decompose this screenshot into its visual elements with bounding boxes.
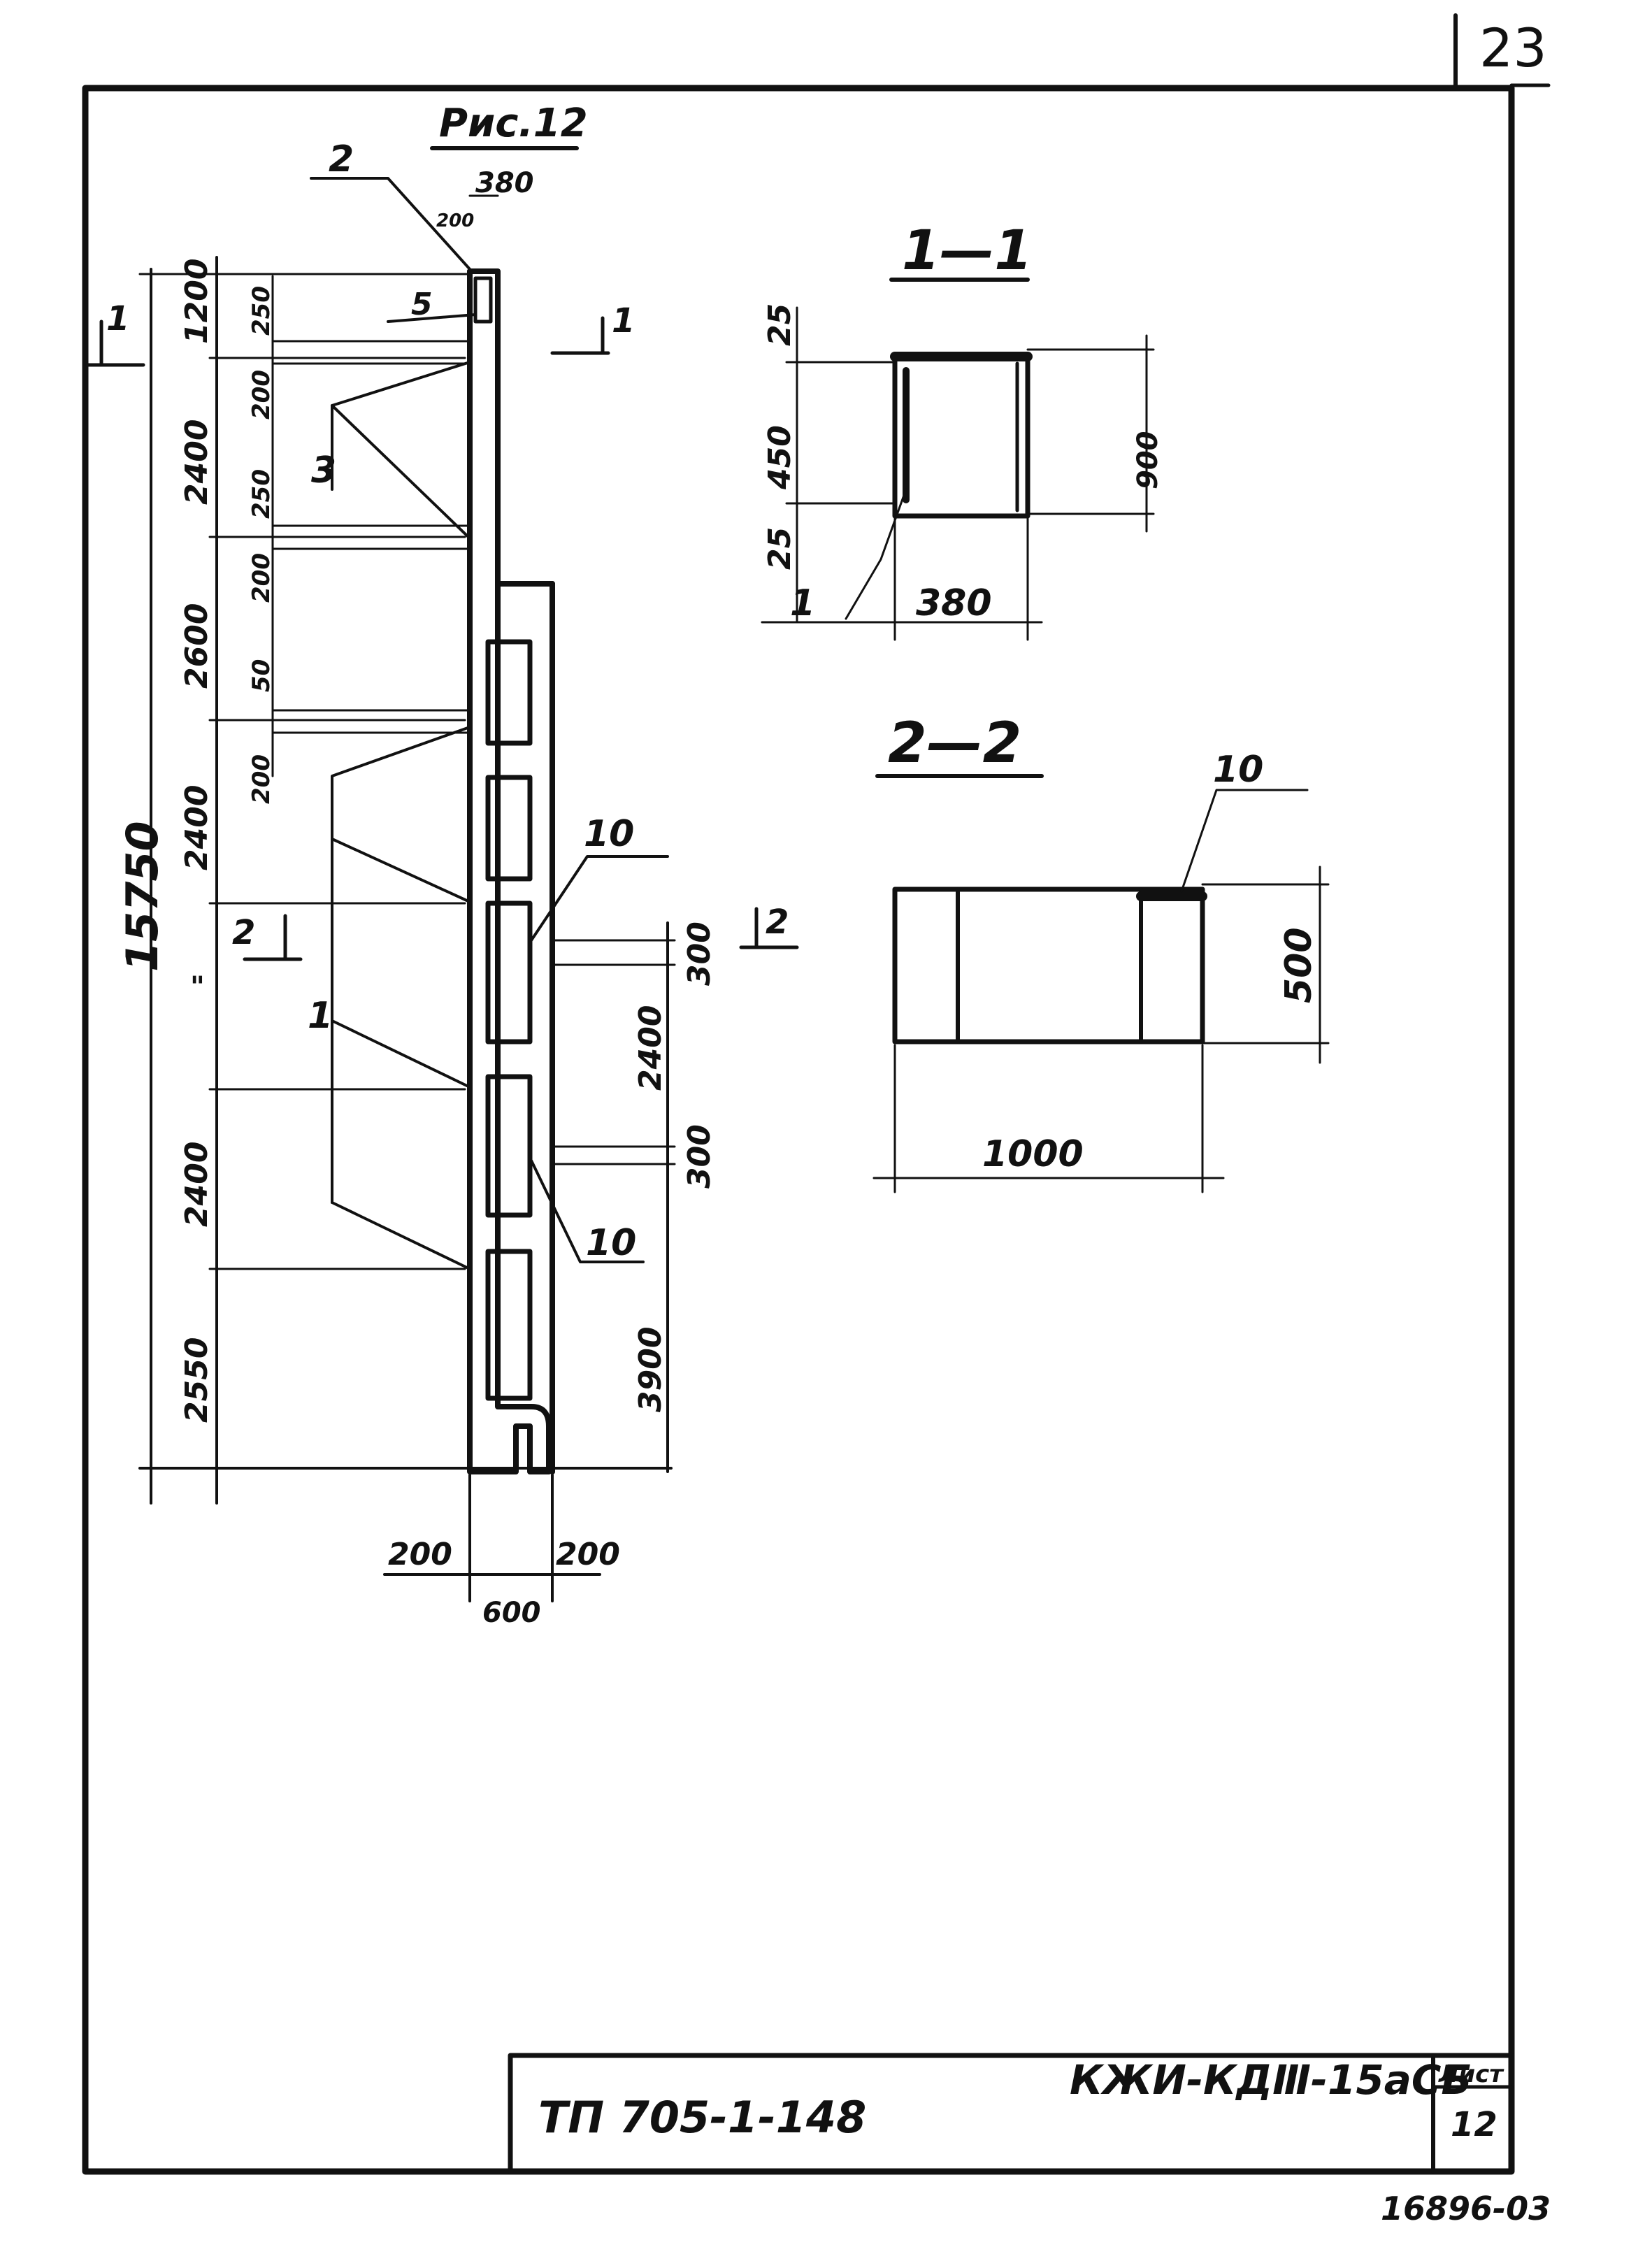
sheet-number: 12 <box>1451 2105 1497 2144</box>
callout-3: 3 <box>311 450 336 491</box>
section-2-2: 2—2 10 500 1000 <box>872 710 1330 1193</box>
cut-1-right: 1 <box>612 301 635 340</box>
total-height-label: 15750 <box>117 821 168 972</box>
inner-dim-labels: 250 200 250 200 50 200 <box>247 286 275 804</box>
column-top-edge <box>467 268 501 587</box>
dim-2400-a: 2400 <box>179 419 215 505</box>
right-ext-lines <box>551 939 676 1165</box>
drawing-frame <box>82 85 1515 2175</box>
dim-200-a: 200 <box>247 370 275 419</box>
callout-10-upper: 10 <box>584 813 634 855</box>
section-2-dim-lines <box>872 789 1330 1193</box>
s1-dim-25-bottom: 25 <box>762 527 798 570</box>
dim-250-b: 250 <box>247 469 275 519</box>
opening-2 <box>485 775 533 882</box>
figure-title: Рис.12 <box>439 101 588 146</box>
elevation-callouts: 2 5 3 1 10 10 <box>308 138 636 1264</box>
top-embed-plate <box>473 276 493 324</box>
ditto-mark: " <box>190 971 205 1003</box>
callout-1: 1 <box>308 995 333 1037</box>
s1-dim-900: 900 <box>1132 431 1164 490</box>
cut-2-right: 2 <box>766 903 789 942</box>
callout-leaders <box>310 177 669 1270</box>
section-cut-labels: 1 1 2 2 <box>106 299 789 952</box>
s2-dim-500: 500 <box>1278 927 1320 1003</box>
s1-dim-450: 450 <box>762 425 798 490</box>
drawing-code: КЖИ-КДⅢ-15аСБ <box>1070 2056 1472 2104</box>
s1-dim-380: 380 <box>916 582 992 624</box>
section-2-title: 2—2 <box>888 710 1021 775</box>
dim-200-bottom-right: 200 <box>556 1537 620 1572</box>
archive-number: 16896-03 <box>1381 2190 1551 2227</box>
dim-600-bottom: 600 <box>482 1597 541 1629</box>
dim-2600: 2600 <box>179 603 215 689</box>
elevation-view: Рис.12 380 200 15750 " <box>85 101 799 1629</box>
dim-200-c: 200 <box>247 754 275 804</box>
callout-2: 2 <box>329 138 354 180</box>
opening-5 <box>485 1249 533 1401</box>
dim-3900: 3900 <box>633 1327 668 1412</box>
top-small-label: 200 <box>436 210 474 231</box>
callout-10-lower: 10 <box>586 1222 636 1264</box>
dim-2400-c: 2400 <box>179 1142 215 1227</box>
section-2-outline <box>892 886 1205 1045</box>
bottom-dim-labels: 200 200 600 <box>388 1537 620 1629</box>
dim-2400-right: 2400 <box>633 1005 668 1091</box>
right-dim-labels: 300 2400 300 3900 <box>633 921 717 1412</box>
s2-dim-1000: 1000 <box>982 1133 1084 1175</box>
title-block-frame <box>508 2053 1514 2174</box>
s1-callout-1: 1 <box>790 582 815 624</box>
dim-200-b: 200 <box>247 553 275 603</box>
dim-250-a: 250 <box>247 286 275 336</box>
column-outline <box>467 268 555 1474</box>
dim-200-bottom-left: 200 <box>388 1537 452 1572</box>
project-code: ТП 705-1-148 <box>538 2092 866 2143</box>
level-lines <box>208 357 466 1270</box>
cut-2-left: 2 <box>232 913 255 952</box>
section-1-title: 1—1 <box>902 220 1033 282</box>
bottom-dim-lines <box>383 1474 601 1602</box>
page-number: 23 <box>1479 17 1547 79</box>
top-width-label: 380 <box>475 167 534 199</box>
dim-2400-b: 2400 <box>179 785 215 870</box>
opening-1 <box>485 639 533 746</box>
cut-1-left: 1 <box>106 299 129 338</box>
dim-300-b: 300 <box>682 1124 717 1189</box>
section-1-1: 1—1 25 450 25 900 380 1 <box>761 220 1164 641</box>
left-dim-labels: 1200 2400 2600 2400 2400 2550 <box>179 259 215 1423</box>
title-block: ТП 705-1-148 КЖИ-КДⅢ-15аСБ Лист 12 <box>508 2053 1514 2174</box>
opening-3 <box>485 900 533 1045</box>
dim-300-a: 300 <box>682 921 717 986</box>
dim-50: 50 <box>247 659 275 692</box>
callout-5: 5 <box>411 287 433 322</box>
dim-2550: 2550 <box>179 1337 215 1423</box>
section-cut-marks <box>85 316 799 961</box>
opening-4 <box>485 1074 533 1218</box>
section-1-dim-lines <box>761 306 1155 641</box>
sheet-label: Лист <box>1438 2060 1504 2088</box>
corbel-lines <box>271 340 471 734</box>
s1-dim-25-top: 25 <box>762 303 798 346</box>
section-1-outline <box>892 354 1030 519</box>
s2-callout-10: 10 <box>1213 749 1263 791</box>
dim-1200: 1200 <box>179 259 215 344</box>
